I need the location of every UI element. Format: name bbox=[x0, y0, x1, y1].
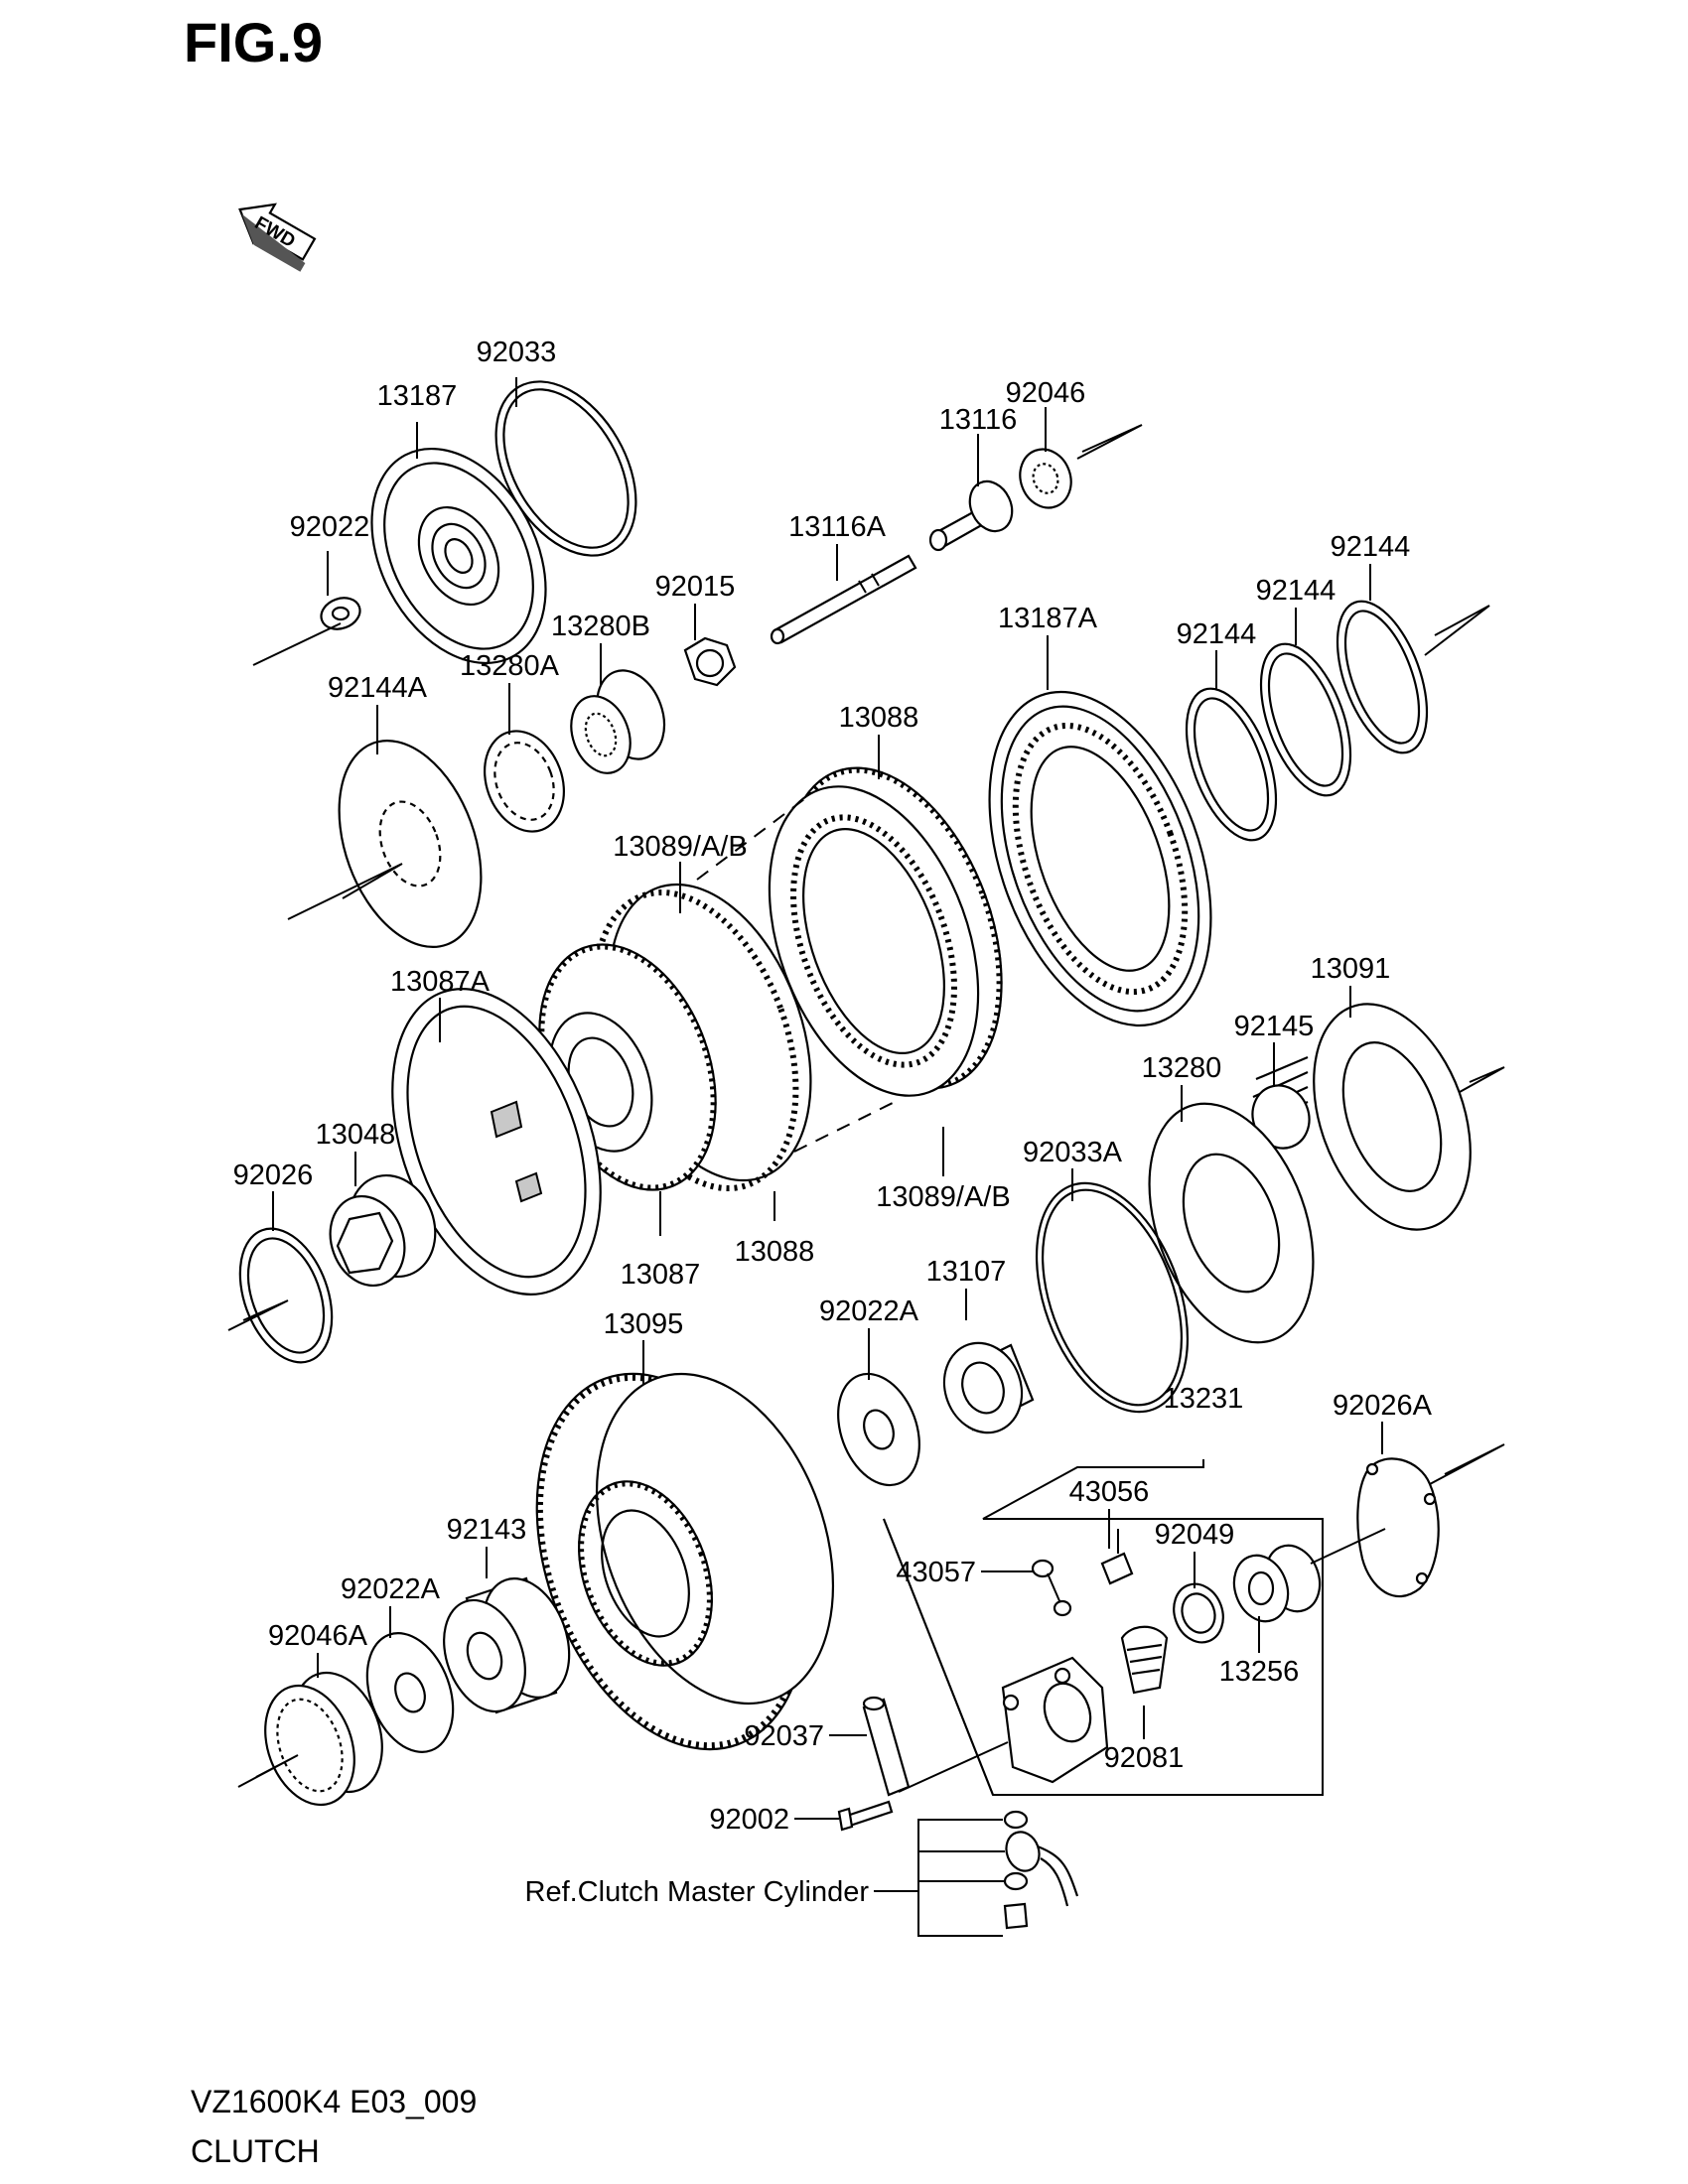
part-92033a-ring bbox=[1035, 1181, 1190, 1414]
label-92026: 92026 bbox=[233, 1160, 314, 1191]
part-92046-bearing bbox=[1019, 448, 1072, 509]
part-13087a-disc bbox=[391, 988, 602, 1296]
part-92022a-washer-top bbox=[837, 1372, 920, 1487]
label-92033a: 92033A bbox=[1023, 1137, 1123, 1168]
label-13089-bottom: 13089/A/B bbox=[876, 1181, 1010, 1213]
part-92037-pin bbox=[862, 1696, 911, 1797]
label-92046: 92046 bbox=[1006, 377, 1086, 409]
label-92046a: 92046A bbox=[268, 1620, 368, 1652]
label-13087: 13087 bbox=[621, 1259, 701, 1291]
footer-section-name: CLUTCH bbox=[191, 2133, 320, 2169]
part-92015-nut bbox=[683, 636, 737, 687]
label-92144-1: 92144 bbox=[1177, 618, 1257, 650]
label-92022a-top: 92022A bbox=[819, 1296, 919, 1327]
label-13116: 13116 bbox=[939, 404, 1018, 436]
label-13256: 13256 bbox=[1219, 1656, 1300, 1688]
footer-model-code: VZ1600K4 E03_009 bbox=[191, 2084, 477, 2119]
part-13091-plate bbox=[1313, 1003, 1472, 1231]
part-13280a-washer bbox=[484, 730, 565, 833]
label-13116a: 13116A bbox=[788, 511, 886, 543]
part-13256-piston bbox=[1232, 1544, 1322, 1623]
label-92026a: 92026A bbox=[1333, 1390, 1433, 1422]
label-13088-top: 13088 bbox=[839, 702, 919, 734]
label-13089-top: 13089/A/B bbox=[613, 831, 747, 863]
label-13107: 13107 bbox=[926, 1256, 1007, 1288]
label-92144a: 92144A bbox=[328, 672, 428, 704]
part-92022-washer bbox=[320, 597, 361, 630]
label-13048: 13048 bbox=[316, 1119, 396, 1151]
part-13187a-ring bbox=[988, 690, 1212, 1027]
part-13280b-hub bbox=[570, 669, 666, 774]
part-92081-boot bbox=[1120, 1625, 1169, 1695]
label-13091: 13091 bbox=[1311, 953, 1391, 985]
part-92026-ring bbox=[238, 1227, 334, 1364]
label-92145: 92145 bbox=[1234, 1011, 1315, 1042]
label-92022a-bottom: 92022A bbox=[341, 1573, 441, 1605]
label-92015: 92015 bbox=[655, 571, 736, 603]
label-92037: 92037 bbox=[744, 1720, 824, 1752]
part-13107-sleeve bbox=[942, 1341, 1035, 1434]
part-92145-spring bbox=[1251, 1055, 1311, 1150]
part-13089-plate-top bbox=[768, 785, 980, 1097]
part-92022a-washer-bottom bbox=[365, 1632, 455, 1753]
part-release-cylinder bbox=[1001, 1656, 1109, 1784]
label-13187a: 13187A bbox=[998, 603, 1098, 634]
part-13116-pushrod bbox=[928, 479, 1014, 552]
part-13187-plate bbox=[370, 447, 547, 665]
label-13087a: 13087A bbox=[390, 966, 491, 998]
label-13280b: 13280B bbox=[551, 611, 650, 642]
label-92144-2: 92144 bbox=[1256, 575, 1336, 607]
part-13095-gear bbox=[535, 1372, 835, 1751]
label-13088-bottom: 13088 bbox=[735, 1236, 815, 1268]
part-92026a-gasket bbox=[1356, 1457, 1440, 1598]
label-13280a: 13280A bbox=[460, 650, 560, 682]
part-13048-sleeve bbox=[329, 1173, 437, 1288]
part-92046a-bearing bbox=[264, 1671, 383, 1807]
label-92144-3: 92144 bbox=[1331, 531, 1411, 563]
label-ref-master-cylinder: Ref.Clutch Master Cylinder bbox=[525, 1876, 870, 1908]
label-92033: 92033 bbox=[477, 337, 557, 368]
part-92002-bolt bbox=[837, 1800, 894, 1832]
label-92049: 92049 bbox=[1155, 1519, 1235, 1551]
bracket-ref-master-cylinder bbox=[917, 1819, 1003, 1937]
fwd-arrow-icon: FWD bbox=[238, 203, 317, 272]
figure-title: FIG.9 bbox=[184, 11, 323, 73]
part-92144-shim-2 bbox=[1259, 642, 1352, 797]
part-92144-shim-3 bbox=[1336, 600, 1429, 754]
part-43057-cap bbox=[1031, 1559, 1072, 1617]
label-92143: 92143 bbox=[447, 1514, 527, 1546]
label-13231: 13231 bbox=[1164, 1383, 1244, 1415]
label-43056: 43056 bbox=[1069, 1476, 1150, 1508]
label-13187: 13187 bbox=[377, 380, 458, 412]
part-92049-seal bbox=[1173, 1582, 1224, 1644]
part-92143-spacer bbox=[443, 1576, 571, 1714]
part-92144a-disc bbox=[338, 740, 483, 948]
label-92022: 92022 bbox=[290, 511, 370, 543]
part-92144-shim-1 bbox=[1185, 687, 1278, 842]
label-92002: 92002 bbox=[709, 1804, 789, 1836]
label-92081: 92081 bbox=[1104, 1742, 1185, 1774]
part-43056-bleeder bbox=[1100, 1529, 1134, 1585]
label-13280: 13280 bbox=[1142, 1052, 1222, 1084]
bracket-13231 bbox=[883, 1459, 1324, 1796]
label-43057: 43057 bbox=[896, 1557, 976, 1588]
label-13095: 13095 bbox=[604, 1308, 684, 1340]
part-13116a-rod bbox=[770, 554, 917, 645]
part-13280-plate bbox=[1148, 1102, 1315, 1344]
part-hose-assembly bbox=[1003, 1810, 1079, 1930]
